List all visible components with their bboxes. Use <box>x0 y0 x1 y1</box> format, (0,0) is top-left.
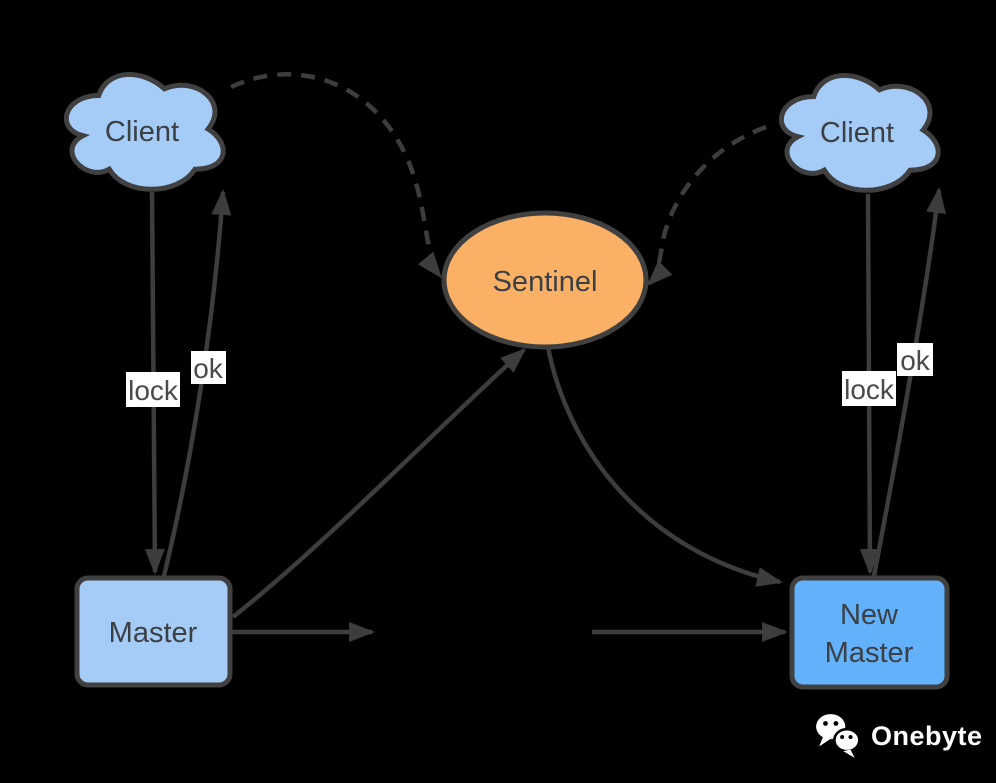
edge-label-lock-right: lock <box>842 371 896 406</box>
client-left-label: Client <box>105 116 179 148</box>
sentinel-label: Sentinel <box>493 266 598 298</box>
node-new-master: New Master <box>789 575 950 690</box>
lock-right-text: lock <box>844 374 895 405</box>
watermark-brand: Onebyte <box>871 720 983 751</box>
sentinel-ellipse <box>441 210 649 350</box>
edge-sentinel-to-new-master <box>545 346 783 587</box>
watermark: Onebyte <box>814 712 983 760</box>
new-master-label-line1: New <box>840 599 899 631</box>
node-client-right: Client <box>781 75 938 190</box>
edge-master-to-client-left-ok <box>161 189 232 577</box>
label-bg <box>191 351 226 384</box>
wechat-icon <box>816 714 861 758</box>
lock-left-text: lock <box>128 375 179 406</box>
new-master-label-line2: Master <box>825 637 914 669</box>
edge-client-right-to-sentinel <box>646 124 767 287</box>
edge-label-lock-left: lock <box>126 372 180 407</box>
new-master-box <box>789 575 950 690</box>
master-label: Master <box>109 617 198 649</box>
edge-label-ok-right: ok <box>897 343 933 376</box>
label-bg <box>897 343 933 376</box>
edge-client-left-to-sentinel <box>230 72 442 279</box>
edge-label-ok-left: ok <box>191 351 226 384</box>
client-right-label: Client <box>820 117 894 149</box>
edge-new-master-to-client-right-ok <box>871 187 947 577</box>
edge-master-to-sentinel <box>231 348 527 619</box>
label-bg <box>126 372 180 407</box>
label-bg <box>842 371 896 406</box>
node-master: Master <box>74 575 233 688</box>
node-sentinel: Sentinel <box>441 210 649 350</box>
master-box <box>74 575 233 688</box>
ok-right-text: ok <box>900 345 931 376</box>
ok-left-text: ok <box>193 353 224 384</box>
node-client-left: Client <box>66 74 223 189</box>
